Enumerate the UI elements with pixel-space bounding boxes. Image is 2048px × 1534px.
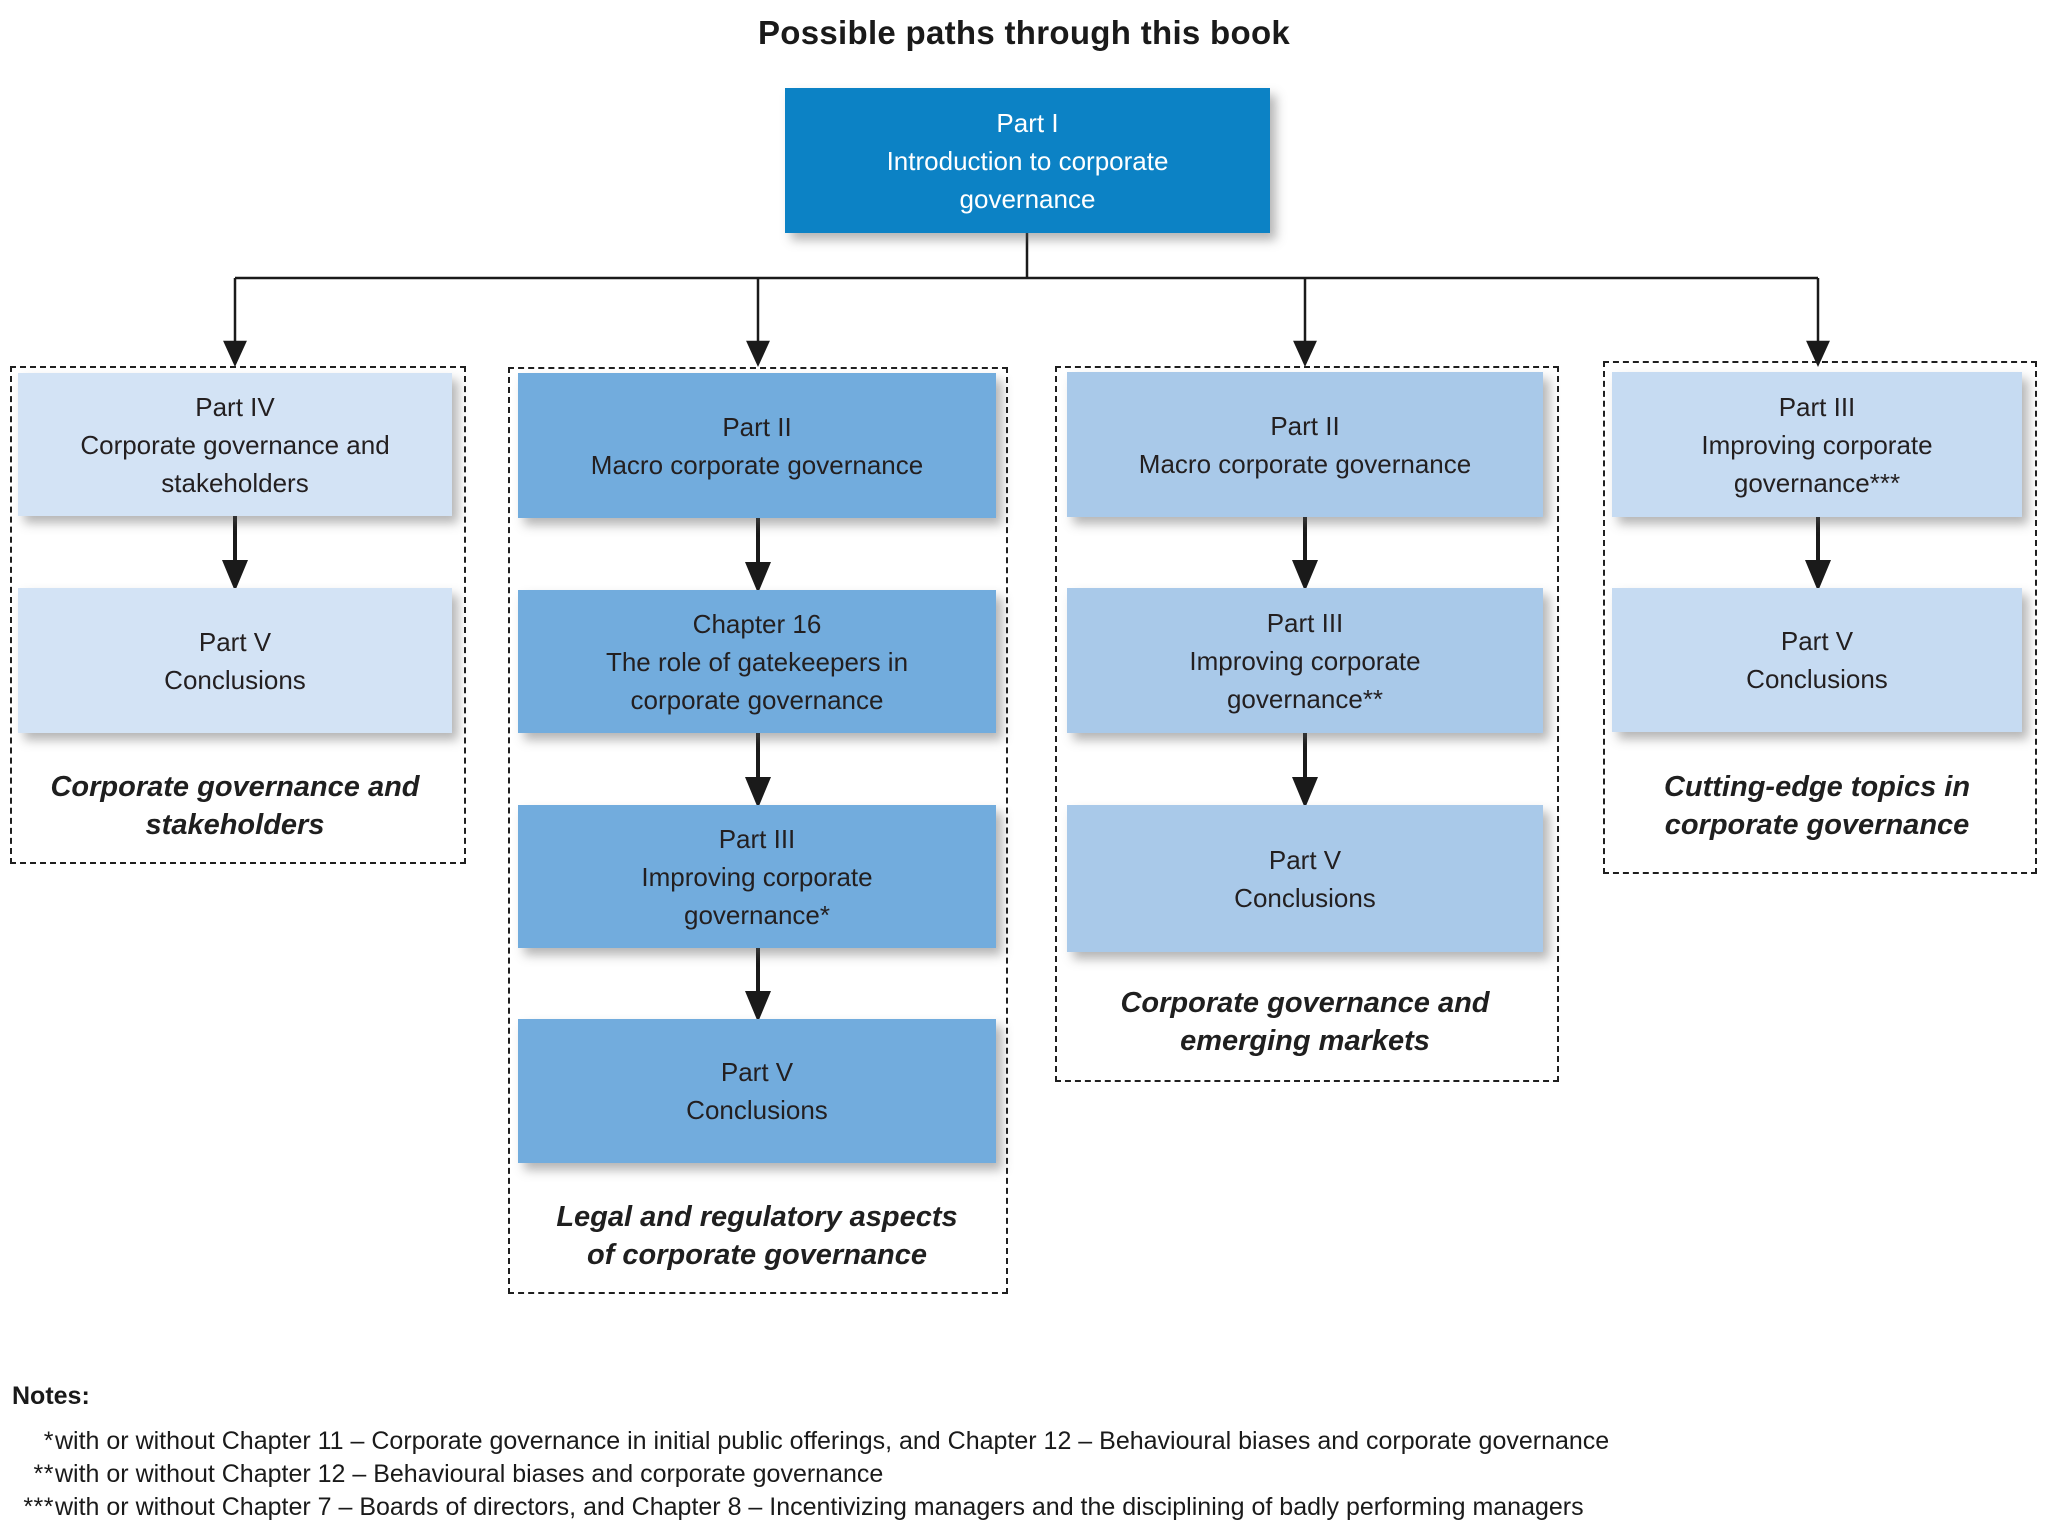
note-item: * with or without Chapter 11 – Corporate… — [12, 1425, 1609, 1458]
box-line: Part III — [1266, 607, 1344, 638]
box-line: Introduction to corporate — [886, 145, 1169, 176]
caption-line: Corporate governance and — [1120, 987, 1490, 1019]
caption-line: Legal and regulatory aspects — [556, 1201, 958, 1233]
box-line: Part V — [198, 626, 272, 657]
caption-emerging-markets: Corporate governance and emerging market… — [1045, 984, 1565, 1060]
note-stars: ** — [33, 1460, 54, 1488]
caption-line: stakeholders — [145, 809, 325, 841]
note-stars: * — [43, 1427, 54, 1455]
box-part-v-conclusions-col2: Part V Conclusions — [518, 1019, 996, 1163]
box-line: Part V — [720, 1057, 794, 1087]
box-line: Part I — [996, 107, 1059, 138]
note-text: with or without Chapter 11 – Corporate g… — [55, 1427, 1610, 1455]
box-part-iii-improving-col2: Part III Improving corporate governance* — [518, 805, 996, 948]
box-line: Part III — [718, 823, 796, 854]
caption-cutting-edge: Cutting-edge topics in corporate governa… — [1557, 768, 2048, 844]
box-part-iii-improving-col3: Part III Improving corporate governance*… — [1067, 588, 1543, 733]
box-part-ii-macro-col3: Part II Macro corporate governance — [1067, 372, 1543, 517]
box-line: Macro corporate governance — [1138, 448, 1472, 479]
box-part-ii-macro-col2: Part II Macro corporate governance — [518, 373, 996, 518]
note-item: *** with or without Chapter 7 – Boards o… — [12, 1491, 1609, 1524]
box-part-i-introduction: Part I Introduction to corporate governa… — [785, 88, 1270, 233]
note-stars: *** — [23, 1493, 54, 1521]
diagram-title: Possible paths through this book — [757, 14, 1291, 51]
box-line: Part V — [1780, 626, 1854, 656]
box-line: Conclusions — [686, 1095, 828, 1125]
box-line: Part II — [1270, 410, 1340, 441]
box-line: governance* — [684, 899, 830, 930]
note-item: ** with or without Chapter 12 – Behaviou… — [12, 1458, 1609, 1491]
box-line: Improving corporate — [1701, 429, 1933, 460]
note-text: with or without Chapter 12 – Behavioural… — [55, 1460, 884, 1488]
box-line: Part II — [722, 411, 792, 442]
box-line: governance** — [1226, 683, 1384, 714]
box-line: Part IV — [195, 391, 275, 422]
group-cutting-edge-path — [1603, 361, 2037, 874]
notes-section: Notes: * with or without Chapter 11 – Co… — [12, 1382, 1609, 1524]
box-line: The role of gatekeepers in — [605, 646, 909, 677]
group-stakeholders-path — [10, 366, 466, 864]
box-line: Conclusions — [1234, 882, 1376, 913]
caption-line: Corporate governance and — [50, 771, 420, 803]
box-line: Part III — [1778, 391, 1856, 422]
caption-line: emerging markets — [1180, 1025, 1430, 1057]
note-text: with or without Chapter 7 – Boards of di… — [55, 1493, 1584, 1521]
box-part-iv-stakeholders: Part IV Corporate governance and stakeho… — [18, 373, 452, 516]
group-emerging-markets-path — [1055, 366, 1559, 1082]
box-part-v-conclusions-col4: Part V Conclusions — [1612, 588, 2022, 732]
box-line: Corporate governance and — [80, 429, 390, 460]
box-line: Macro corporate governance — [590, 449, 924, 480]
box-line: Conclusions — [1746, 664, 1888, 694]
box-line: Chapter 16 — [692, 608, 822, 639]
box-line: Conclusions — [164, 664, 306, 695]
box-line: Part V — [1268, 844, 1342, 875]
caption-line: Cutting-edge topics in — [1663, 771, 1971, 803]
box-line: governance*** — [1733, 467, 1901, 498]
box-line: stakeholders — [161, 467, 309, 498]
box-part-iii-improving-col4: Part III Improving corporate governance*… — [1612, 372, 2022, 517]
notes-heading: Notes: — [12, 1382, 90, 1410]
box-line: governance — [959, 183, 1096, 214]
box-line: Improving corporate — [641, 861, 873, 892]
caption-legal-regulatory: Legal and regulatory aspects of corporat… — [497, 1198, 1017, 1274]
box-part-v-conclusions-col1: Part V Conclusions — [18, 588, 452, 733]
caption-line: corporate governance — [1664, 809, 1970, 841]
box-line: corporate governance — [630, 684, 884, 715]
box-chapter-16-gatekeepers: Chapter 16 The role of gatekeepers in co… — [518, 590, 996, 733]
group-legal-regulatory-path — [508, 367, 1008, 1294]
caption-stakeholders: Corporate governance and stakeholders — [0, 768, 495, 844]
caption-line: of corporate governance — [586, 1239, 928, 1271]
box-part-v-conclusions-col3: Part V Conclusions — [1067, 805, 1543, 952]
box-line: Improving corporate — [1189, 645, 1421, 676]
